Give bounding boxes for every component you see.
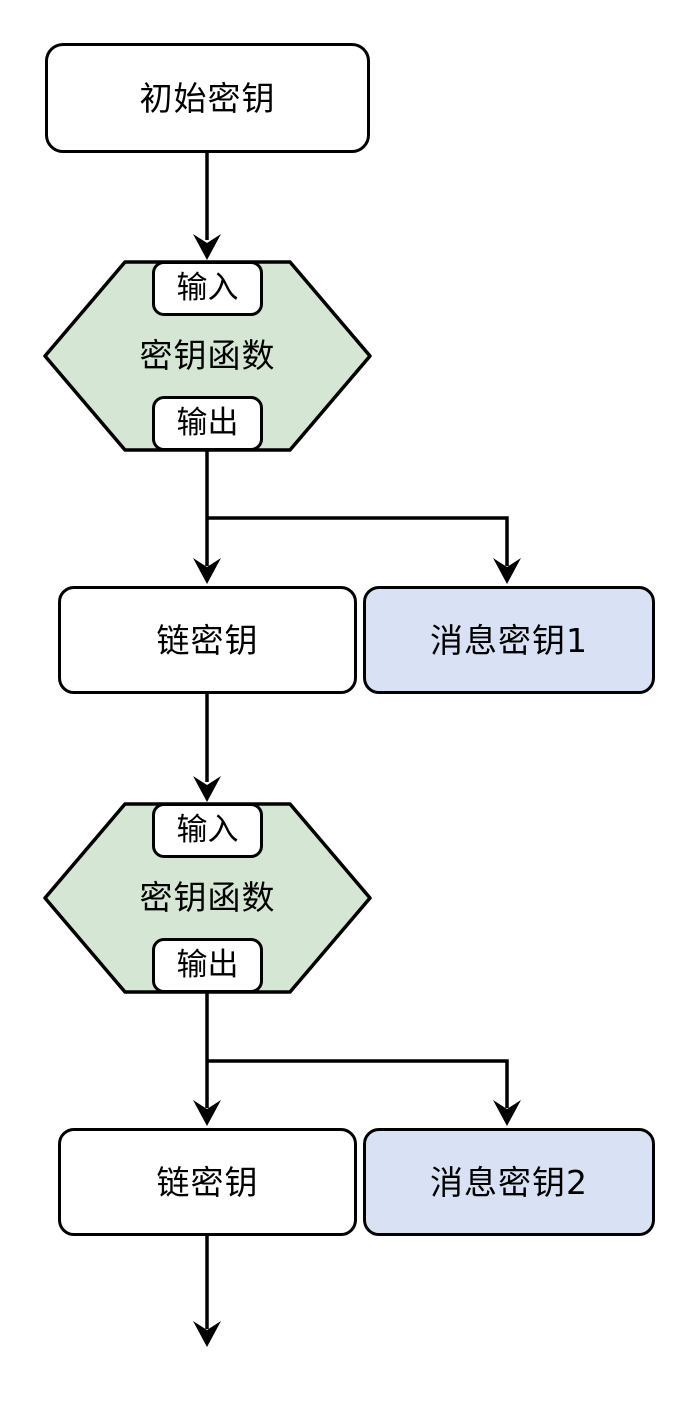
kdf2-output-label: 输出 [176,947,239,983]
arrowhead-kdf1-to-messagekey1 [493,558,521,584]
kdf2-input-label: 输入 [176,812,239,848]
kdf2-hexagon [43,802,372,994]
message-key2-label: 消息密钥2 [430,1162,588,1202]
chain-key1-label: 链密钥 [156,620,259,660]
arrowhead-chainkey2-continuation [193,1321,221,1347]
edge-kdf2-to-messagekey2 [207,1059,509,1108]
chain-key2-label: 链密钥 [156,1162,259,1202]
kdf1-input-port: 输入 [152,261,263,316]
edge-kdf1-to-messagekey1 [207,516,509,566]
arrowhead-kdf1-to-chainkey1 [193,558,221,584]
chain-key1-node: 链密钥 [58,586,357,694]
kdf1-label: 密钥函数 [139,336,276,375]
kdf1-output-label: 输出 [176,405,239,441]
message-key1-label: 消息密钥1 [430,620,588,660]
initial-key-label: 初始密钥 [139,78,276,118]
chain-key2-node: 链密钥 [58,1128,357,1236]
kdf1-output-port: 输出 [152,396,263,451]
arrowhead-initial-to-kdf1 [193,234,221,260]
message-key2-node: 消息密钥2 [363,1128,655,1236]
kdf2-output-port: 输出 [152,938,263,993]
kdf1-input-label: 输入 [176,270,239,306]
kdf2-label: 密钥函数 [139,878,276,917]
kdf2-input-port: 输入 [152,803,263,858]
kdf1-hexagon [43,260,372,452]
message-key1-node: 消息密钥1 [363,586,655,694]
arrowhead-kdf2-to-chainkey2 [193,1100,221,1126]
initial-key-node: 初始密钥 [45,43,370,153]
arrowhead-kdf2-to-messagekey2 [493,1100,521,1126]
arrowhead-chainkey1-to-kdf2 [193,776,221,802]
